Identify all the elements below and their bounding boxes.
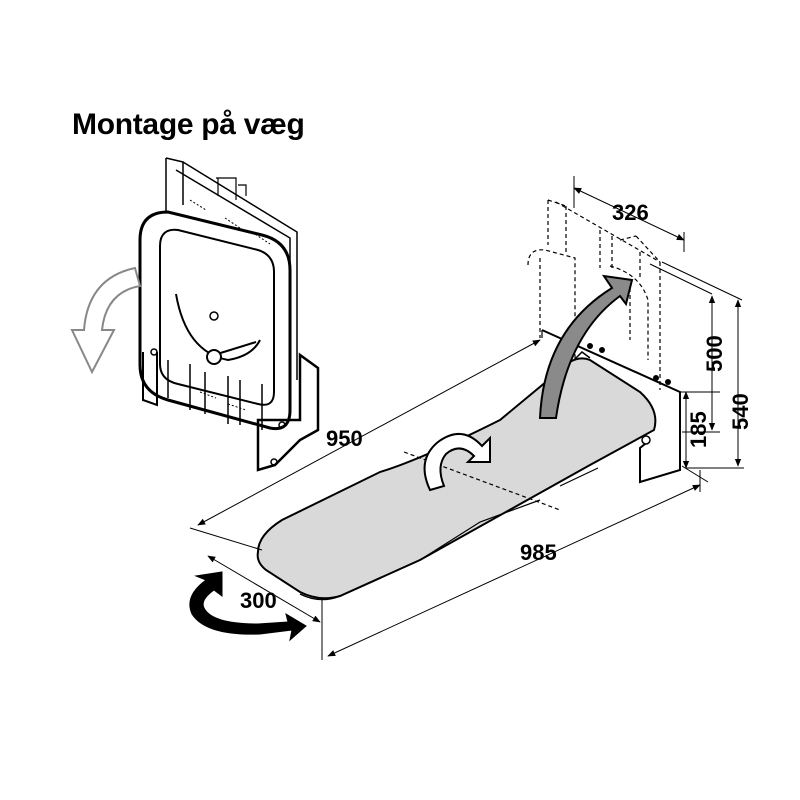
dimension-500: 500 [702,335,727,372]
dimension-185: 185 [686,411,711,448]
curved-arrow-down-icon [70,266,142,375]
dimension-985: 985 [520,540,557,565]
dimension-300: 300 [240,588,277,613]
dimension-326: 326 [612,200,649,225]
curved-arrow-up-icon [538,274,634,419]
dimension-950: 950 [326,426,363,451]
wall-plate [541,329,681,484]
folded-unit [138,157,320,472]
diagram-title: Montage på væg [72,108,305,141]
dimension-lines [189,176,744,660]
dimension-540: 540 [728,393,753,430]
folded-ghost-outline [527,199,661,390]
